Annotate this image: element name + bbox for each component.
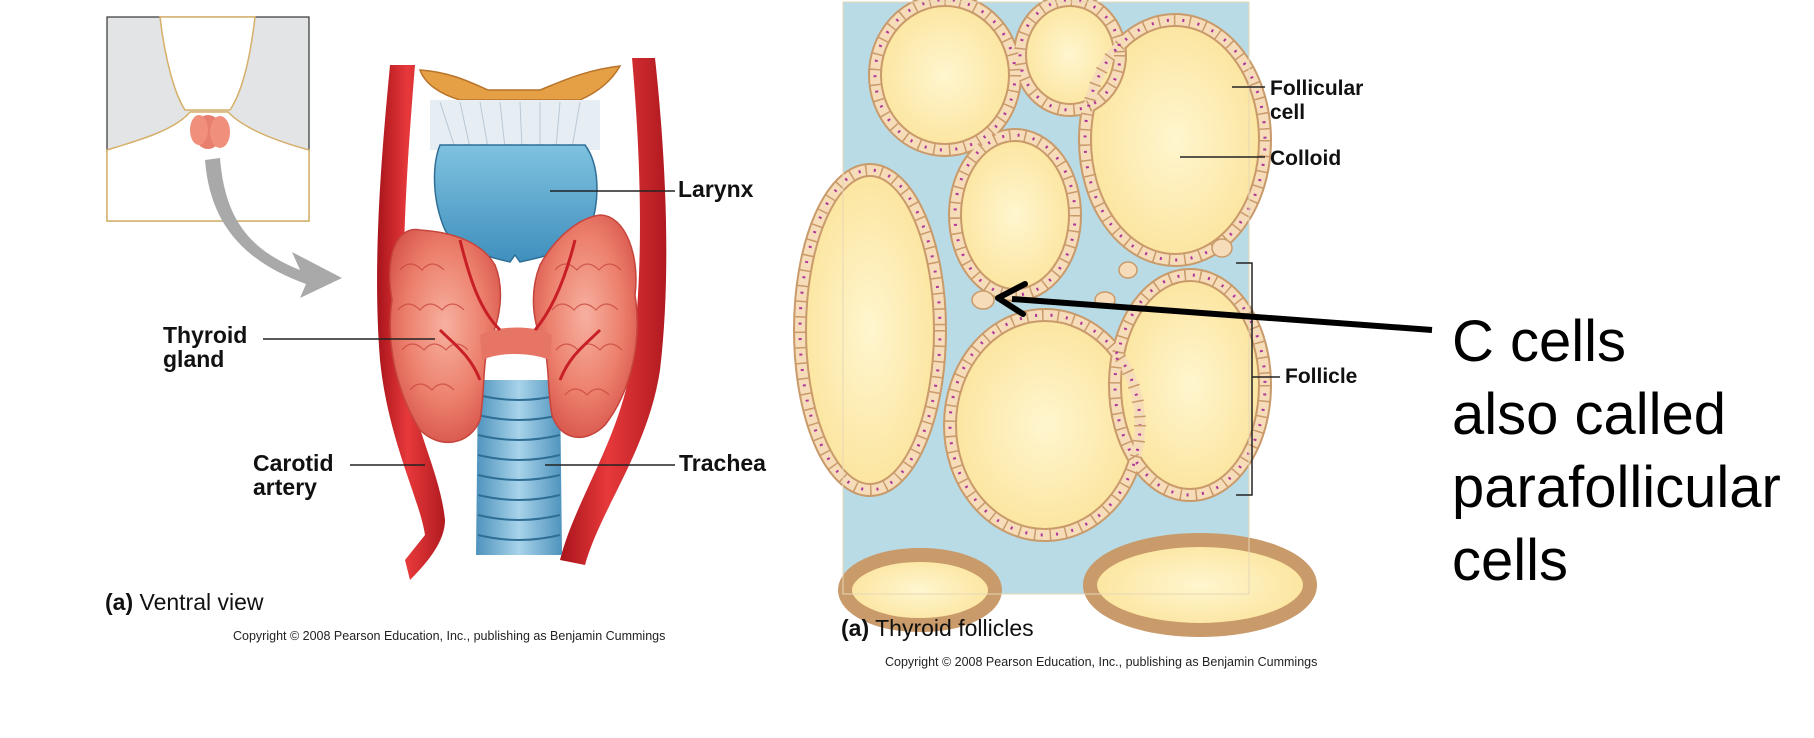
label-follicle: Follicle bbox=[1285, 365, 1358, 388]
right-caption: (a) Thyroid follicles bbox=[841, 615, 1034, 642]
right-caption-prefix: (a) bbox=[841, 615, 870, 641]
c-cells-arrow bbox=[995, 281, 1433, 333]
label-follicular-line1: Follicular bbox=[1270, 77, 1364, 100]
left-copyright: Copyright © 2008 Pearson Education, Inc.… bbox=[233, 629, 666, 643]
label-thyroid-line2: gland bbox=[163, 346, 225, 372]
left-caption-text: Ventral view bbox=[139, 589, 264, 615]
left-leader-lines bbox=[263, 190, 675, 466]
label-thyroid-line1: Thyroid bbox=[163, 322, 248, 348]
annotation-line-4: cells bbox=[1452, 528, 1569, 593]
annotation-line-2: also called bbox=[1452, 382, 1727, 447]
label-colloid: Colloid bbox=[1270, 147, 1342, 170]
annotation-line-3: parafollicular bbox=[1452, 455, 1781, 520]
hyoid-bone bbox=[418, 65, 622, 101]
label-follicular-line2: cell bbox=[1270, 101, 1306, 124]
pointer-arrow-icon bbox=[205, 158, 342, 298]
c-cells-annotation: C cells also called parafollicular cells bbox=[1452, 305, 1781, 597]
right-caption-text: Thyroid follicles bbox=[875, 615, 1034, 641]
carotid-arteries bbox=[377, 58, 667, 580]
left-caption-prefix: (a) bbox=[105, 589, 134, 615]
label-carotid-artery: Carotid artery bbox=[253, 451, 334, 499]
label-carotid-line1: Carotid bbox=[253, 450, 334, 476]
label-carotid-line2: artery bbox=[253, 474, 317, 500]
label-follicular-cell: Follicular cell bbox=[1270, 77, 1363, 125]
larynx-cartilage bbox=[433, 144, 598, 263]
trachea bbox=[476, 380, 562, 555]
label-larynx: Larynx bbox=[678, 176, 754, 202]
right-leader-lines bbox=[1180, 86, 1280, 496]
thyroid-gland bbox=[389, 214, 638, 444]
left-caption: (a) Ventral view bbox=[105, 589, 264, 616]
neck-inset bbox=[106, 16, 310, 222]
label-thyroid-gland: Thyroid gland bbox=[163, 323, 247, 371]
annotation-line-1: C cells bbox=[1452, 309, 1627, 374]
right-copyright: Copyright © 2008 Pearson Education, Inc.… bbox=[885, 655, 1318, 669]
follicle-histology bbox=[793, 0, 1317, 637]
label-trachea: Trachea bbox=[679, 450, 766, 476]
